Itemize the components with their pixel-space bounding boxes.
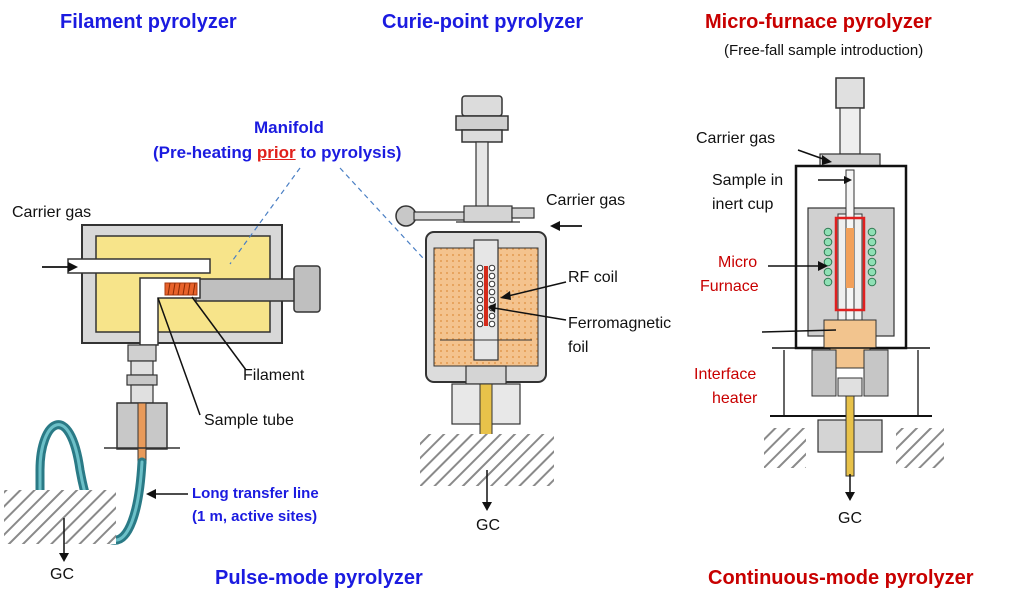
ferromagnetic-foil-label: foil [568,339,589,356]
filament-fitting-4 [130,384,154,404]
micro-furnace-label-2: Furnace [700,278,759,295]
subtitle-free-fall: (Free-fall sample introduction) [724,42,924,59]
title-filament-pyrolyzer: Filament pyrolyzer [60,11,237,33]
transfer-line-detail: (1 m, active sites) [192,508,318,525]
manifold-desc-post: to pyrolysis) [295,143,402,162]
ferromagnetic-label: Ferromagnetic [568,315,672,332]
curie-gc-label: GC [476,517,500,534]
furnace-coils [823,227,877,287]
sample-cup-label: Sample in [712,172,784,189]
filament-fitting-1 [127,344,157,362]
manifold-description: (Pre-heating prior to pyrolysis) [153,143,401,163]
filament-inlet-tube [67,258,211,274]
curie-pyrolyzer-drawing [395,95,582,511]
filament-carrier-gas-label: Carrier gas [12,204,92,221]
filament-side-rod [195,278,297,302]
manifold-leader-left [229,167,301,265]
interface-heater-label-2: heater [712,390,758,407]
transfer-line-label: Long transfer line [192,485,319,502]
filament-tube-orange [137,402,147,464]
filament-pyrolyzer-drawing [4,224,321,562]
micro-ground-hatch-left [764,428,806,468]
manifold-label: Manifold [254,118,324,137]
filament-ground-hatch-left [4,490,116,544]
manifold-desc-pre: (Pre-heating [153,143,257,162]
filament-side-knob [293,265,321,313]
title-pulse-mode: Pulse-mode pyrolyzer [215,567,423,589]
curie-carrier-gas-label: Carrier gas [546,192,626,209]
manifold-desc-prior: prior [256,143,296,162]
micro-furnace-label: Micro [718,254,758,271]
micro-furnace-box [834,216,866,312]
filament-fitting-2 [130,360,154,376]
filament-gc-label: GC [50,566,74,583]
rf-coil-label: RF coil [568,269,618,286]
micro-carrier-gas-label: Carrier gas [696,130,776,147]
title-micro-furnace-pyrolyzer: Micro-furnace pyrolyzer [705,11,932,33]
title-continuous-mode: Continuous-mode pyrolyzer [708,567,974,589]
micro-ground-hatch-right [896,428,944,468]
interface-heater-label: Interface [694,366,757,383]
ferromagnetic-foil [484,266,488,326]
title-curie-point-pyrolyzer: Curie-point pyrolyzer [382,11,584,33]
rf-coil [476,264,496,328]
microfurnace-pyrolyzer-drawing [761,77,944,501]
micro-gc-label: GC [838,510,862,527]
sample-tube-label: Sample tube [204,412,294,429]
sample-cup-label-2: inert cup [712,196,774,213]
filament-label: Filament [243,367,305,384]
filament-fitting-3 [126,374,158,386]
